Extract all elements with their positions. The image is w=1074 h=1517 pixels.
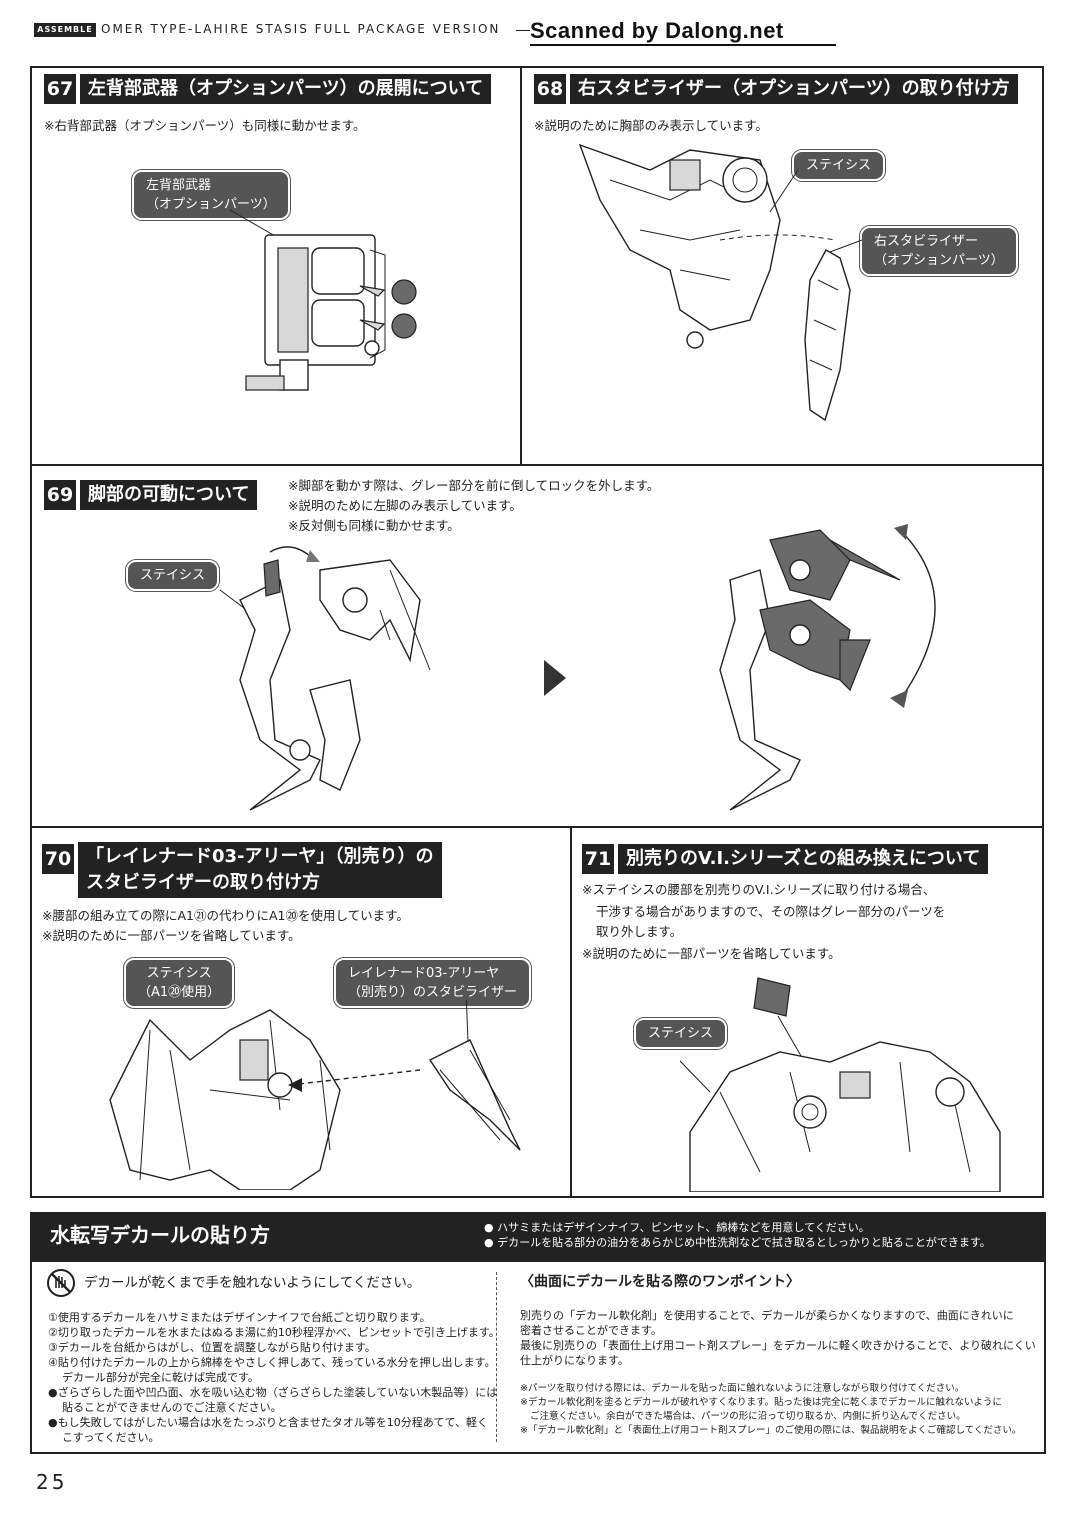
callout-line: 右スタビライザー <box>874 234 979 249</box>
callout-line: （別売り）のスタビライザー <box>348 985 518 1000</box>
decal-tip-line: 仕上がりになります。 <box>520 1354 629 1367</box>
assemble-tag: ASSEMBLE <box>34 23 96 37</box>
decal-tip-line: 最後に別売りの「表面仕上げ用コート剤スプレー」をデカールに軽く吹きかけることで、… <box>520 1339 1036 1352</box>
section-71-callout: ステイシス <box>634 1018 728 1049</box>
section-69-callout: ステイシス <box>126 560 220 591</box>
section-67-note: ※右背部武器（オプションパーツ）も同様に動かせます。 <box>44 118 366 133</box>
section-71-number: 71 <box>582 844 614 874</box>
section-68-number: 68 <box>534 74 566 104</box>
decal-step: こすってください。 <box>62 1431 160 1444</box>
callout-line: ステイシス <box>146 966 212 981</box>
section-71-note: ※説明のために一部パーツを省略しています。 <box>582 946 841 961</box>
decal-warning: デカールが乾くまで手を触れないようにしてください。 <box>84 1275 421 1291</box>
section-71-title: 別売りのV.I.シリーズとの組み換えについて <box>618 844 989 874</box>
decal-header-note: ● デカールを貼る部分の油分をあらかじめ中性洗剤などで拭き取るとしっかりと貼るこ… <box>484 1236 991 1249</box>
decal-step: ③デカールを台紙からはがし、位置を調整しながら貼り付けます。 <box>48 1341 376 1354</box>
decal-tip-notes: ※パーツを取り付ける際には、デカールを貼った面に触れないように注意しながら取り付… <box>520 1382 1021 1438</box>
section-69-note: ※反対側も同様に動かせます。 <box>288 518 460 533</box>
callout-line: 左背部武器 <box>146 178 212 193</box>
decal-tip-note: ※「デカール軟化剤」と「表面仕上げ用コート剤スプレー」のご使用の際には、製品説明… <box>520 1425 1022 1436</box>
section-70-number: 70 <box>42 844 74 874</box>
decal-tip-note: ※パーツを取り付ける際には、デカールを貼った面に触れないように注意しながら取り付… <box>520 1383 965 1394</box>
decal-header-notes: ● ハサミまたはデザインナイフ、ピンセット、綿棒などを用意してください。 ● デ… <box>484 1220 991 1250</box>
callout-line: （A1⑳使用） <box>138 985 221 1000</box>
decal-tip-title: 〈曲面にデカールを貼る際のワンポイント〉 <box>520 1274 800 1290</box>
section-71-note: 干渉する場合がありますので、その際はグレー部分のパーツを <box>596 904 946 919</box>
decal-step: ②切り取ったデカールを水またはぬるま湯に約10秒程浮かべ、ピンセットで引き上げま… <box>48 1326 500 1339</box>
decal-step: ●もし失敗してはがしたい場合は水をたっぷりと含ませたタオル等を10分程あてて、軽… <box>48 1416 488 1429</box>
callout-line: レイレナード03-アリーヤ <box>348 966 500 981</box>
decal-header-bar <box>30 1212 1046 1262</box>
section-71-note: ※ステイシスの腰部を別売りのV.I.シリーズに取り付ける場合、 <box>582 882 936 897</box>
scanner-credit: Scanned by Dalong.net <box>530 18 784 43</box>
decal-body <box>30 1262 1046 1454</box>
section-70-title-line: スタビライザーの取り付け方 <box>86 872 320 893</box>
transition-arrow <box>544 660 566 696</box>
section-70-callout-stabilizer: レイレナード03-アリーヤ （別売り）のスタビライザー <box>334 958 532 1008</box>
section-68-note: ※説明のために胸部のみ表示しています。 <box>534 118 768 133</box>
section-67-title: 左背部武器（オプションパーツ）の展開について <box>80 74 492 104</box>
section-70-title: 「レイレナード03-アリーヤ」（別売り）の スタビライザーの取り付け方 <box>78 842 442 898</box>
chest-illustration <box>578 143 863 422</box>
callout-line: （オプションパーツ） <box>146 197 276 212</box>
section-69-panel <box>30 464 1044 828</box>
section-68-callout-stasis: ステイシス <box>792 150 886 181</box>
decal-step: デカール部分が完全に乾けば完成です。 <box>62 1371 259 1384</box>
section-71-note: 取り外します。 <box>596 924 683 939</box>
waist-illustration-71 <box>680 977 1001 1192</box>
decal-tip-lines: 別売りの「デカール軟化剤」を使用することで、デカールが柔らかくなりますので、曲面… <box>520 1308 1036 1368</box>
decal-step: ●ざらざらした面や凹凸面、水を吸い込む物（ざらざらした塗装していない木製品等）に… <box>48 1386 498 1399</box>
section-69-note: ※説明のために左脚のみ表示しています。 <box>288 498 522 513</box>
section-69-note: ※脚部を動かす際は、グレー部分を前に倒してロックを外します。 <box>288 478 660 493</box>
decal-step: ①使用するデカールをハサミまたはデザインナイフで台紙ごと切り取ります。 <box>48 1311 431 1324</box>
decal-tip-note: ご注意ください。余白ができた場合は、パーツの形に沿って切り取るか、内側に折り込ん… <box>530 1411 966 1422</box>
decal-step: 貼ることができませんのでご注意ください。 <box>62 1401 282 1414</box>
decal-header-note: ● ハサミまたはデザインナイフ、ピンセット、綿棒などを用意してください。 <box>484 1221 870 1234</box>
decal-step: ④貼り付けたデカールの上から綿棒をやさしく押しあて、残っている水分を押し出します… <box>48 1356 496 1369</box>
section-67-number: 67 <box>44 74 76 104</box>
section-67-callout: 左背部武器 （オプションパーツ） <box>132 170 290 220</box>
decal-tip-line: 密着させることができます。 <box>520 1324 662 1337</box>
leg-illustration-before <box>219 546 431 811</box>
section-70-note: ※説明のために一部パーツを省略しています。 <box>42 928 301 943</box>
section-68-callout-stabilizer: 右スタビライザー （オプションパーツ） <box>860 226 1018 276</box>
no-touch-icon <box>47 1269 75 1297</box>
section-70-title-line: 「レイレナード03-アリーヤ」（別売り）の <box>86 846 434 867</box>
header-rule <box>516 30 530 31</box>
section-70-callout-stasis: ステイシス （A1⑳使用） <box>124 958 235 1008</box>
section-69-number: 69 <box>44 480 76 510</box>
decal-divider <box>496 1272 497 1442</box>
section-70-note: ※腰部の組み立ての際にA1㉑の代わりにA1⑳を使用しています。 <box>42 908 409 923</box>
decal-title: 水転写デカールの貼り方 <box>50 1223 270 1247</box>
body-illustration-70 <box>109 1000 521 1190</box>
leg-illustration-after <box>719 524 936 811</box>
section-69-title: 脚部の可動について <box>80 480 258 510</box>
decal-tip-note: ※デカール軟化剤を塗るとデカールが破れやすくなります。貼った後は完全に乾くまでデ… <box>520 1397 1002 1408</box>
weapon-illustration <box>229 210 417 391</box>
section-68-title: 右スタビライザー（オプションパーツ）の取り付け方 <box>570 74 1018 104</box>
page-number: 25 <box>36 1470 68 1494</box>
scanner-credit-underline <box>530 44 836 46</box>
decal-tip-line: 別売りの「デカール軟化剤」を使用することで、デカールが柔らかくなりますので、曲面… <box>520 1309 1014 1322</box>
callout-line: （オプションパーツ） <box>874 253 1004 268</box>
kit-title: OMER TYPE-LAHIRE STASIS FULL PACKAGE VER… <box>101 22 501 36</box>
decal-steps: ①使用するデカールをハサミまたはデザインナイフで台紙ごと切り取ります。 ②切り取… <box>48 1310 500 1445</box>
